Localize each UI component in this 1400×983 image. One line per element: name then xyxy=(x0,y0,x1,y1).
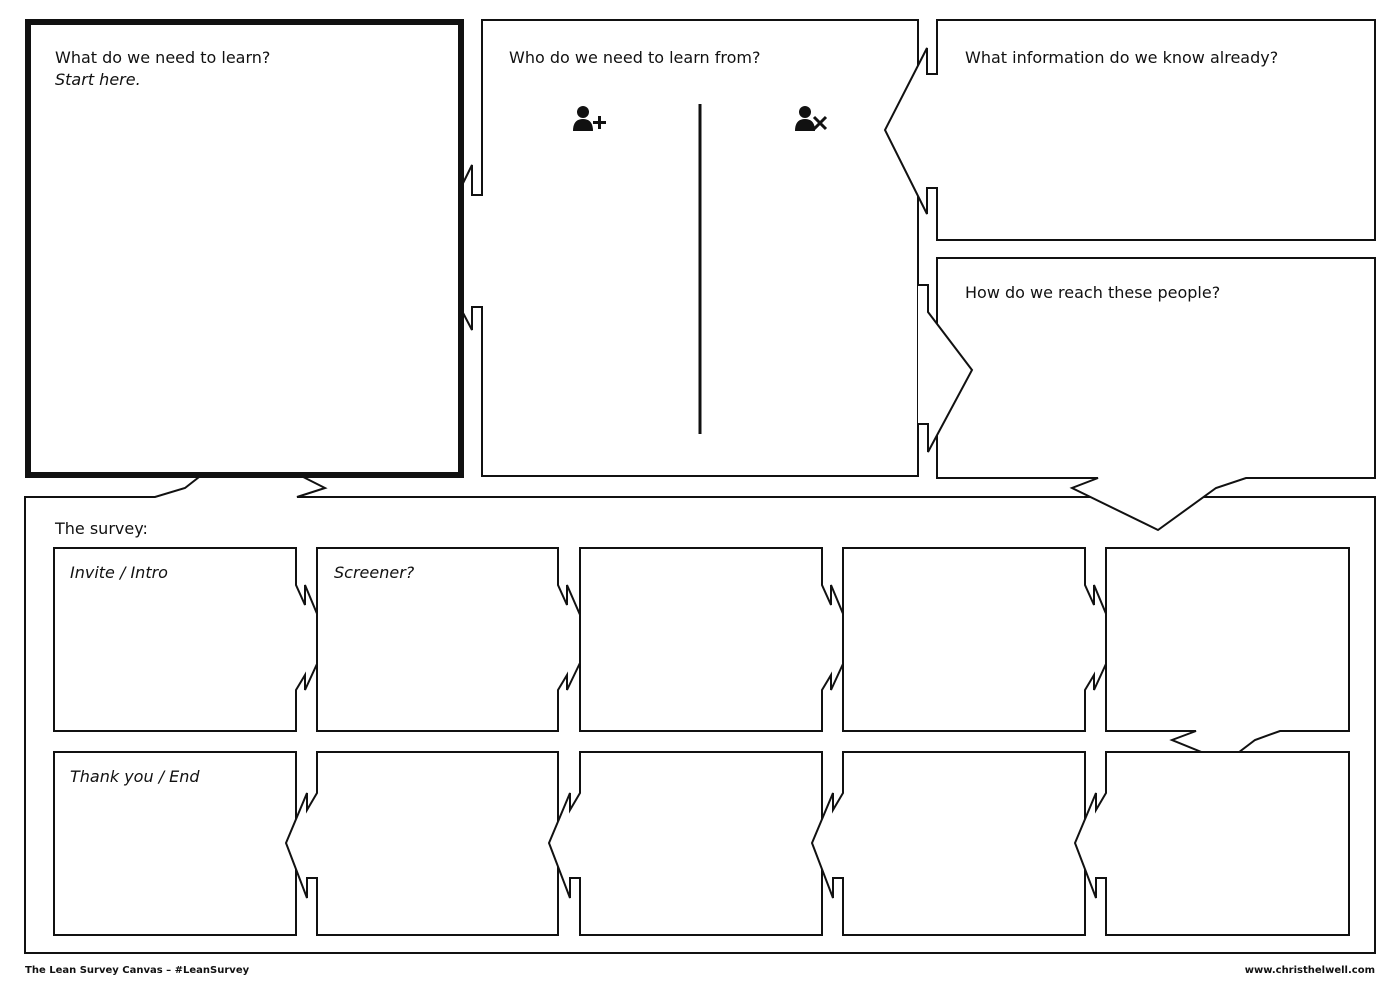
step-label-r2-1: Thank you / End xyxy=(70,767,200,786)
user-x-icon xyxy=(795,106,828,131)
user-plus-icon xyxy=(573,106,606,131)
footer-left: The Lean Survey Canvas – #LeanSurvey xyxy=(25,965,250,976)
known-title: What information do we know already? xyxy=(965,48,1279,67)
footer-right[interactable]: www.christhelwell.com xyxy=(1244,965,1375,976)
step-r2-3 xyxy=(547,751,823,936)
reach-panel xyxy=(936,257,1376,532)
who-to-reach-arrow xyxy=(918,284,974,453)
learn-hint: Start here. xyxy=(55,70,141,89)
step-r2-1 xyxy=(53,751,297,936)
who-title: Who do we need to learn from? xyxy=(509,48,761,67)
step-r1-5 xyxy=(1105,547,1350,764)
reach-title: How do we reach these people? xyxy=(965,283,1221,302)
step-r2-4 xyxy=(810,751,1086,936)
learn-title: What do we need to learn? xyxy=(55,48,271,67)
step-r2-5 xyxy=(1073,751,1350,936)
survey-title: The survey: xyxy=(55,519,148,538)
step-label-r1-2: Screener? xyxy=(334,563,415,582)
step-label-r1-1: Invite / Intro xyxy=(70,563,168,582)
step-r1-4 xyxy=(842,547,1119,732)
who-panel xyxy=(428,19,919,477)
learn-panel xyxy=(25,19,464,478)
step-r2-2 xyxy=(284,751,559,936)
known-panel xyxy=(883,19,1376,241)
step-r1-3 xyxy=(579,547,856,732)
